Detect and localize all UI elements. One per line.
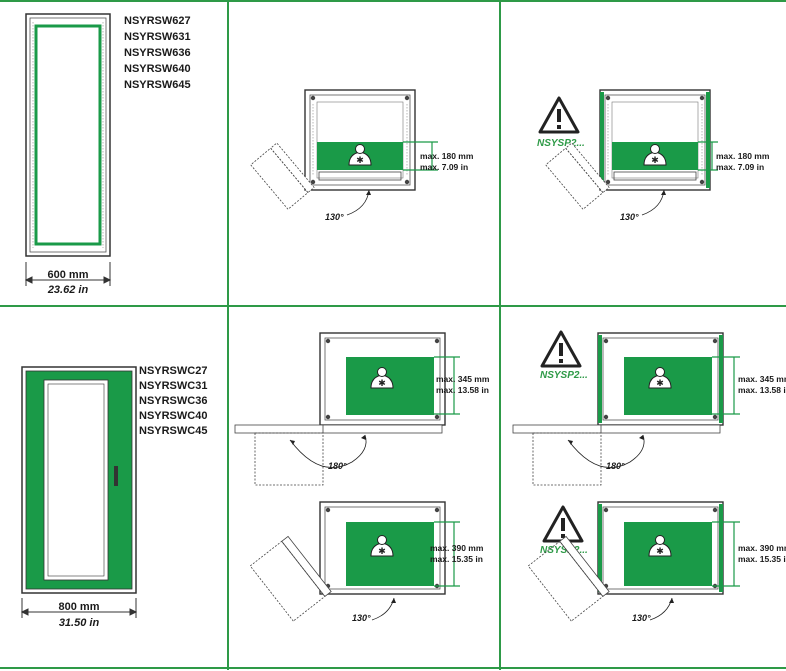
cabinet-top-view-r1c2 <box>250 89 416 216</box>
cabinet-top-view-r2c3-bottom <box>527 501 724 622</box>
depth-dimension-r2c2-top <box>434 356 460 415</box>
cabinet-top-view-r2c2-bottom <box>249 501 446 622</box>
depth-dimension-r2c3-bottom <box>712 521 740 587</box>
warning-icon <box>538 96 580 134</box>
reference-item: NSYRSWC36 <box>139 395 207 407</box>
warning-icon <box>540 330 582 368</box>
reference-item: NSYRSWC27 <box>139 365 207 377</box>
warning-reference: NSYSP2... <box>540 545 588 556</box>
width-dimension-800 <box>20 598 138 618</box>
depth-dimension-r2c2-bottom <box>434 521 460 587</box>
max-mm-label: max. 180 mm <box>420 151 474 161</box>
width-mm-label: 600 mm <box>48 269 89 281</box>
max-in-label: max. 13.58 in <box>738 385 786 395</box>
door-front-view-800 <box>21 366 137 594</box>
width-in-label: 23.62 in <box>47 284 89 296</box>
depth-dimension-r1c2 <box>403 141 438 171</box>
angle-label: 180° <box>328 461 347 471</box>
max-mm-label: max. 180 mm <box>716 151 770 161</box>
open-door-180 <box>512 424 645 486</box>
depth-dimension-r2c3-top <box>712 356 740 415</box>
width-in-label: 31.50 in <box>59 617 100 629</box>
max-mm-label: max. 345 mm <box>436 374 490 384</box>
reference-item: NSYRSW645 <box>124 79 191 91</box>
cabinet-top-view-r2c3-top <box>597 332 724 434</box>
warning-reference: NSYSP2... <box>540 370 588 381</box>
angle-label: 130° <box>632 613 651 623</box>
reference-list-row1: NSYRSW627 NSYRSW631 NSYRSW636 NSYRSW640 … <box>124 15 191 91</box>
warning-icon <box>542 505 584 543</box>
width-dimension-600 <box>24 262 112 286</box>
reference-item: NSYRSW640 <box>124 63 191 75</box>
cabinet-top-view-r1c3 <box>545 89 711 216</box>
max-in-label: max. 7.09 in <box>716 162 764 172</box>
max-in-label: max. 13.58 in <box>436 385 489 395</box>
max-mm-label: max. 345 mm <box>738 374 786 384</box>
depth-dimension-r1c3 <box>698 141 718 171</box>
reference-item: NSYRSW636 <box>124 47 191 59</box>
angle-label: 130° <box>325 212 344 222</box>
max-in-label: max. 7.09 in <box>420 162 468 172</box>
reference-item: NSYRSWC45 <box>139 425 207 437</box>
reference-item: NSYRSW631 <box>124 31 191 43</box>
angle-label: 130° <box>620 212 639 222</box>
angle-label: 180° <box>606 461 625 471</box>
angle-label: 130° <box>352 613 371 623</box>
max-in-label: max. 15.35 in <box>738 554 786 564</box>
open-door-180 <box>234 424 367 486</box>
door-front-view-600 <box>25 13 111 257</box>
reference-item: NSYRSWC31 <box>139 380 207 392</box>
warning-reference: NSYSP2... <box>537 138 585 149</box>
max-mm-label: max. 390 mm <box>738 543 786 553</box>
max-in-label: max. 15.35 in <box>430 554 483 564</box>
max-mm-label: max. 390 mm <box>430 543 484 553</box>
width-mm-label: 800 mm <box>59 601 100 613</box>
cabinet-top-view-r2c2-top <box>319 332 446 434</box>
reference-list-row2: NSYRSWC27 NSYRSWC31 NSYRSWC36 NSYRSWC40 … <box>139 365 207 437</box>
reference-item: NSYRSWC40 <box>139 410 207 422</box>
reference-item: NSYRSW627 <box>124 15 191 27</box>
